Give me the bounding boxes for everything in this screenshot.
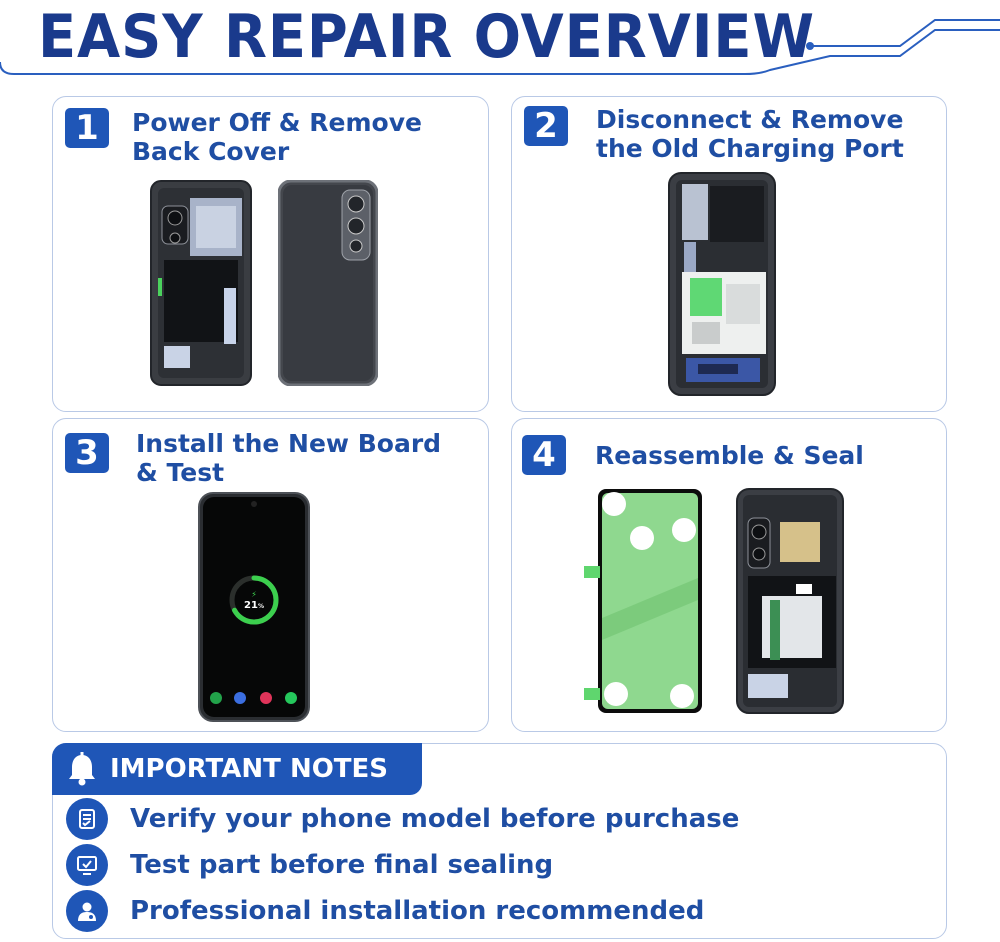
note-item-2: Test part before final sealing xyxy=(66,843,553,887)
step-title-3-line-2: & Test xyxy=(136,458,225,487)
technician-icon xyxy=(66,890,108,932)
phone-open-back-illustration xyxy=(150,180,252,386)
notes-banner: IMPORTANT NOTES xyxy=(52,743,422,795)
step-title-3-line-1: Install the New Board xyxy=(136,429,442,458)
lightning-icon: ⚡ xyxy=(251,590,257,599)
notes-title: IMPORTANT NOTES xyxy=(110,754,389,784)
adhesive-sheet-illustration xyxy=(584,489,702,713)
step-title-2-line-1: Disconnect & Remove xyxy=(596,105,904,134)
header: EASY REPAIR OVERVIEW xyxy=(0,0,1000,80)
phone-internals-illustration xyxy=(668,172,776,396)
reassembled-phone-illustration xyxy=(736,488,844,714)
note-item-3: Professional installation recommended xyxy=(66,889,704,933)
step-title-1: Power Off & Remove Back Cover xyxy=(132,108,422,166)
note-text-2: Test part before final sealing xyxy=(130,850,554,880)
step-title-3: Install the New Board & Test xyxy=(136,429,441,487)
bell-icon xyxy=(69,752,95,786)
step-card-1 xyxy=(52,96,489,412)
phone-charging-illustration: ⚡ 21% xyxy=(198,492,310,722)
step-title-2: Disconnect & Remove the Old Charging Por… xyxy=(596,105,904,163)
step-number-2: 2 xyxy=(524,106,568,146)
monitor-check-icon xyxy=(66,844,108,886)
step-title-1-line-1: Power Off & Remove xyxy=(132,108,422,137)
step-title-1-line-2: Back Cover xyxy=(132,137,290,166)
notes-card xyxy=(52,743,947,939)
battery-percent: 21 xyxy=(244,600,258,611)
checklist-icon xyxy=(66,798,108,840)
step-number-3: 3 xyxy=(65,433,109,473)
charge-readout: ⚡ 21% xyxy=(232,589,276,612)
phone-frame xyxy=(198,492,310,722)
note-text-3: Professional installation recommended xyxy=(130,896,705,926)
page-title: EASY REPAIR OVERVIEW xyxy=(38,2,815,72)
back-cover-illustration xyxy=(278,180,378,386)
battery-percent-sign: % xyxy=(257,603,264,610)
note-item-1: Verify your phone model before purchase xyxy=(66,797,739,841)
step-number-1: 1 xyxy=(65,108,109,148)
step-title-4: Reassemble & Seal xyxy=(595,441,864,470)
header-circuit-line xyxy=(0,19,1000,75)
step-title-2-line-2: the Old Charging Port xyxy=(596,134,904,163)
note-text-1: Verify your phone model before purchase xyxy=(130,804,740,834)
step-number-4: 4 xyxy=(522,435,566,475)
step-title-4-line-1: Reassemble & Seal xyxy=(595,441,864,470)
charge-ring xyxy=(229,575,279,625)
step-card-4 xyxy=(511,418,947,732)
